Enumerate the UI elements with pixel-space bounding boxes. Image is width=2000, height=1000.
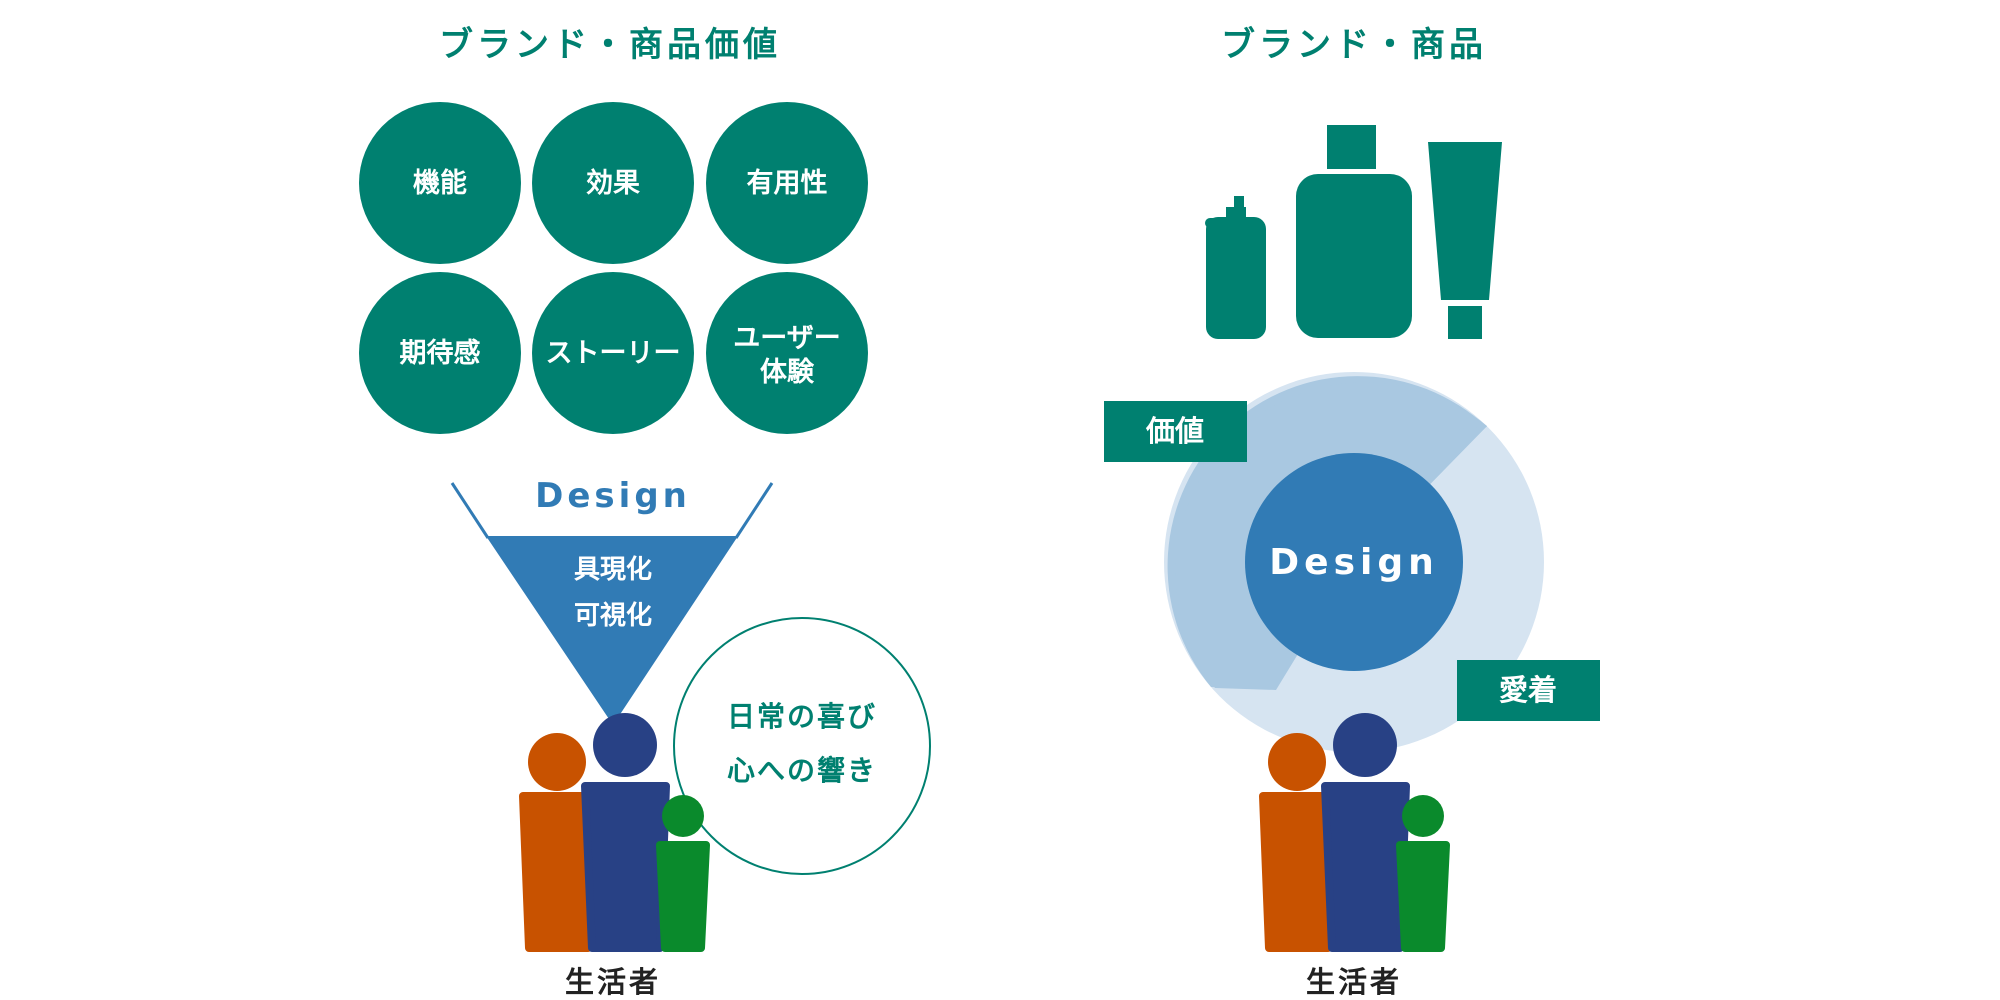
consumers-group-right: 生活者 [1259, 713, 1450, 999]
person-orange-head-right [1268, 733, 1326, 791]
design-funnel: Design 具現化 可視化 [450, 476, 774, 725]
funnel-line-visualize: 可視化 [574, 601, 652, 631]
person-green-body [656, 841, 710, 952]
person-green-body-right [1396, 841, 1450, 952]
value-labels: 機能 効果 有用性 期待感 ストーリー ユーザー 体験 [400, 167, 841, 388]
value-label-story: ストーリー [546, 338, 681, 369]
value-label-experience: 体験 [760, 357, 815, 388]
funnel-line-embody: 具現化 [574, 555, 652, 585]
right-panel-title: ブランド・商品 [1221, 25, 1487, 65]
value-circles [359, 102, 868, 434]
value-circle-5 [532, 272, 694, 434]
design-core-circle [1245, 453, 1463, 671]
funnel-rim-right [734, 482, 774, 539]
funnel-design-label: Design [535, 476, 691, 516]
funnel-body [486, 536, 738, 725]
value-circle-6 [706, 272, 868, 434]
funnel-rim-left [450, 482, 490, 539]
attachment-tag: 愛着 [1457, 660, 1600, 721]
attachment-tag-label: 愛着 [1499, 673, 1557, 707]
bubble-line-heart: 心への響き [727, 754, 877, 787]
joy-bubble: 日常の喜び 心への響き [673, 617, 931, 875]
right-panel: ブランド・商品 Design [1104, 25, 1600, 999]
value-circle-1 [359, 102, 521, 264]
consumers-group-left: 生活者 [519, 713, 710, 999]
person-green-head [662, 795, 704, 837]
pump-bottle-neck [1226, 207, 1246, 219]
design-core-label: Design [1269, 542, 1438, 583]
value-circle-3 [706, 102, 868, 264]
bubble-line-joy: 日常の喜び [727, 700, 877, 733]
tube-body [1428, 142, 1502, 300]
value-tag: 価値 [1104, 401, 1247, 462]
joy-bubble-circle [673, 617, 931, 875]
value-tag-box [1104, 401, 1247, 462]
bottle-icon [1296, 125, 1412, 338]
products [1205, 125, 1502, 339]
value-label-effect: 効果 [586, 167, 640, 199]
tube-icon [1428, 142, 1502, 339]
person-orange-head [528, 733, 586, 791]
design-ring: Design [1164, 372, 1544, 752]
pump-bottle-stem [1234, 196, 1244, 209]
person-green-head-right [1402, 795, 1444, 837]
consumers-label-left: 生活者 [565, 965, 661, 999]
person-navy-head [593, 713, 657, 777]
consumers-label-right: 生活者 [1306, 965, 1402, 999]
value-circle-4 [359, 272, 521, 434]
pump-bottle-nozzle [1205, 218, 1248, 228]
value-circle-2 [532, 102, 694, 264]
pump-bottle-body [1206, 217, 1266, 339]
value-label-user: ユーザー [733, 323, 840, 354]
value-label-expectation: 期待感 [400, 337, 481, 369]
left-panel: ブランド・商品価値 機能 効果 有用性 期待感 ストーリー ユーザー 体験 De… [359, 25, 931, 999]
person-navy-body-right [1321, 782, 1410, 952]
value-tag-label: 価値 [1145, 414, 1204, 448]
attachment-tag-box [1457, 660, 1600, 721]
bottle-cap [1327, 125, 1376, 169]
bottle-body [1296, 174, 1412, 338]
tube-cap [1448, 306, 1482, 339]
person-navy-head-right [1333, 713, 1397, 777]
left-panel-title: ブランド・商品価値 [439, 25, 781, 65]
value-label-function: 機能 [413, 167, 467, 199]
value-label-usefulness: 有用性 [747, 168, 828, 199]
pump-bottle-icon [1205, 196, 1266, 339]
person-navy-body [581, 782, 670, 952]
